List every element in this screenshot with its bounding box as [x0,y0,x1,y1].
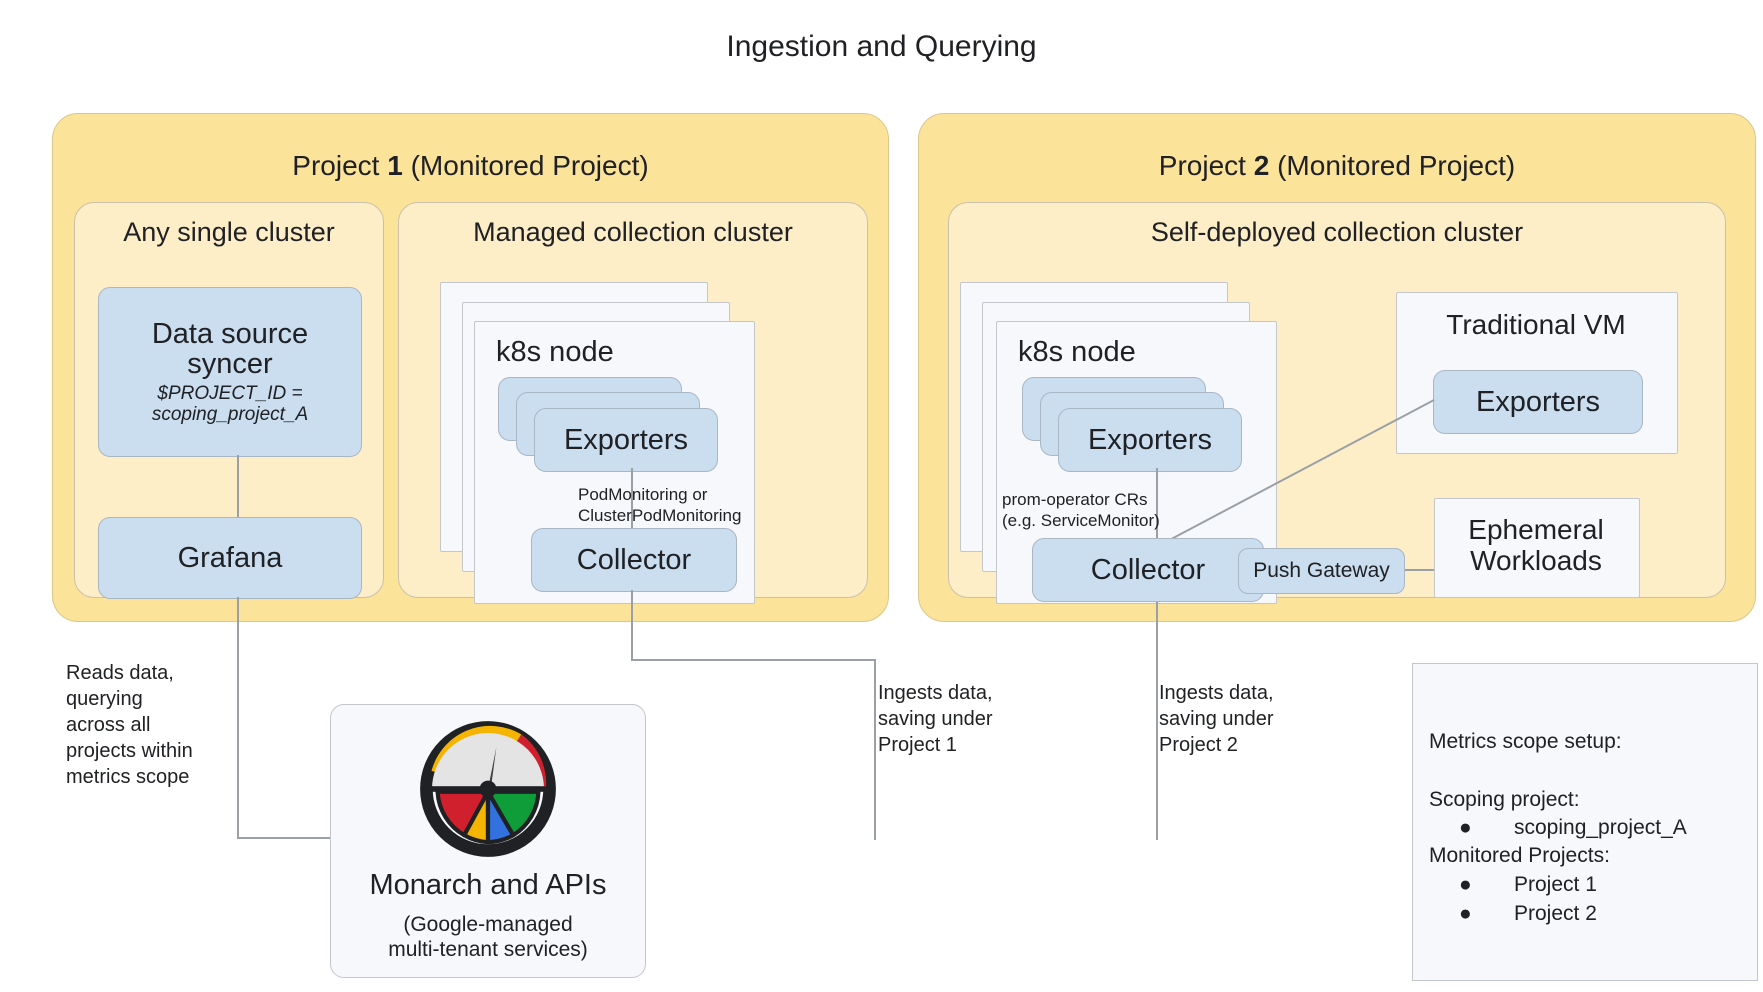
data-source-syncer-label-2: syncer [187,348,273,381]
note-ingest-project-1: Ingests data, saving under Project 1 [878,682,993,756]
project-2-title-prefix: Project [1158,150,1254,181]
project-1-title: Project 1 (Monitored Project) [53,150,888,182]
note-reads-data: Reads data, querying across all projects… [66,662,193,788]
box-data-source-syncer[interactable]: Data source syncer $PROJECT_ID = scoping… [98,287,362,457]
legend-item-monitored-1: Project 2 [1514,902,1597,925]
legend-bullet-monitored-0: ● [1459,873,1472,896]
data-source-syncer-projectid: $PROJECT_ID = [157,382,303,404]
legend-bullet-monitored-1: ● [1459,902,1472,925]
monarch-title: Monarch and APIs [369,869,607,901]
project-1-title-prefix: Project [292,150,388,181]
caption-prom-operator-line-1: prom-operator CRs [1002,490,1148,509]
project-2-title: Project 2 (Monitored Project) [919,150,1755,182]
caption-podmonitoring-line-2: ClusterPodMonitoring [578,505,742,525]
project-2-number: 2 [1253,150,1270,181]
cluster-any-single-title: Any single cluster [123,217,335,247]
project-2-title-suffix: (Monitored Project) [1269,150,1516,181]
monarch-subtitle-line-2: multi-tenant services) [388,938,588,962]
box-exporters-left[interactable]: Exporters [534,408,718,472]
box-vm-exporters[interactable]: Exporters [1433,370,1643,434]
caption-podmonitoring: PodMonitoring or ClusterPodMonitoring [578,485,741,526]
box-collector-left[interactable]: Collector [531,528,737,592]
monarch-subtitle-line-1: (Google-managed [403,913,573,936]
caption-prom-operator: prom-operator CRs (e.g. ServiceMonitor) [1002,490,1160,531]
legend-bullet-scoping-0: ● [1459,816,1472,839]
note-ingest-project-2: Ingests data, saving under Project 2 [1159,682,1274,756]
k8s-node-label-right: k8s node [1018,336,1136,368]
page-title: Ingestion and Querying [726,30,1037,63]
monarch-subtitle: (Google-managed multi-tenant services) [331,912,645,962]
cluster-managed-collection-title: Managed collection cluster [473,217,793,247]
data-source-syncer-scoping: scoping_project_A [151,404,309,426]
box-grafana[interactable]: Grafana [98,517,362,599]
project-1-title-suffix: (Monitored Project) [402,150,649,181]
legend-panel [1412,663,1758,981]
legend-heading: Metrics scope setup: [1429,730,1622,753]
box-ephemeral-workloads [1434,498,1640,598]
legend-scoping-label: Scoping project: [1429,788,1580,811]
k8s-node-label-left: k8s node [496,336,614,368]
edge-collector1-monarch [631,590,876,840]
legend-item-monitored-0: Project 1 [1514,873,1597,896]
legend-item-scoping-0: scoping_project_A [1514,816,1687,839]
monarch-card[interactable]: Monarch and APIs (Google-managed multi-t… [330,704,646,978]
caption-podmonitoring-line-1: PodMonitoring or [578,485,708,504]
caption-prom-operator-line-2: (e.g. ServiceMonitor) [1002,510,1160,530]
data-source-syncer-label-1: Data source [151,317,309,350]
project-1-number: 1 [387,150,403,181]
box-collector-right[interactable]: Collector [1032,538,1264,602]
box-push-gateway[interactable]: Push Gateway [1238,548,1405,594]
box-exporters-right[interactable]: Exporters [1058,408,1242,472]
ephemeral-workloads-title: Ephemeral Workloads [1434,514,1638,577]
ephemeral-workloads-line-2: Workloads [1470,544,1602,576]
monarch-logo-icon [420,721,556,857]
cluster-self-deployed-title: Self-deployed collection cluster [1150,217,1524,247]
legend-monitored-label: Monitored Projects: [1429,844,1610,867]
ephemeral-workloads-line-1: Ephemeral [1468,514,1604,545]
traditional-vm-title: Traditional VM [1446,309,1626,340]
